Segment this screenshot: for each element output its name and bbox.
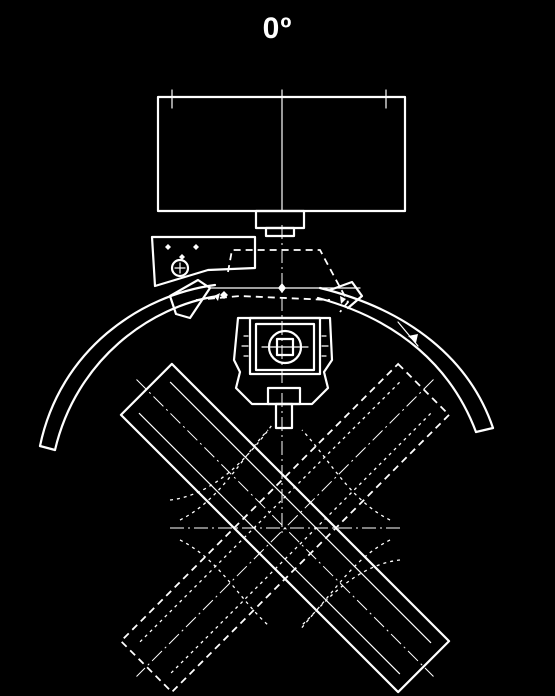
cut-sweep-curves: [169, 424, 401, 631]
guide-rail-arc: [38, 278, 495, 452]
marker-right: [340, 296, 346, 304]
blade-dashed: [119, 362, 451, 694]
cutter-head: [232, 316, 334, 430]
motor-housing: [156, 89, 407, 213]
mounting-bracket: [150, 235, 257, 288]
gear-housing-outline: [227, 249, 350, 313]
blade-solid: [119, 362, 451, 694]
coupling: [254, 209, 306, 238]
angle-label: 0º: [262, 12, 293, 45]
